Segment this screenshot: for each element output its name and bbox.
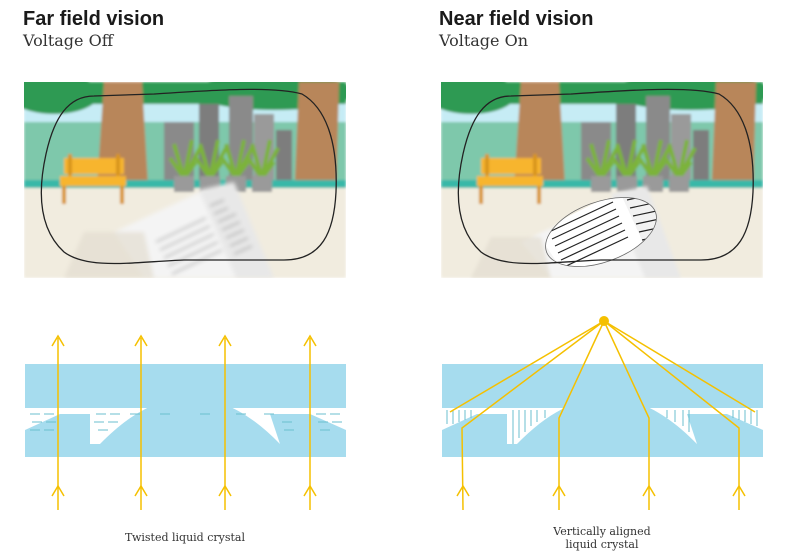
aligned-crystal-diagram xyxy=(442,316,763,511)
lens-outline-icon xyxy=(457,88,754,265)
arrowhead-icon xyxy=(134,334,148,347)
arrowhead-icon xyxy=(303,334,317,347)
aligned-crystal-lines xyxy=(446,410,758,444)
light-ray xyxy=(461,320,605,511)
bottom-glass-layer xyxy=(442,397,763,457)
twisted-crystal-lines xyxy=(30,413,342,431)
near-field-caption: Vertically aligned liquid crystal xyxy=(437,525,767,551)
bench xyxy=(60,154,126,204)
potted-plants xyxy=(168,139,280,192)
arrowhead-icon xyxy=(218,484,232,497)
light-ray xyxy=(603,320,650,510)
far-field-subtitle: Voltage Off xyxy=(23,31,114,50)
arrowhead-icon xyxy=(642,484,656,497)
bottom-glass-layer xyxy=(25,397,346,457)
near-field-subtitle: Voltage On xyxy=(439,31,529,50)
park-background xyxy=(24,82,346,278)
potted-plants xyxy=(585,139,697,192)
far-field-title: Far field vision xyxy=(23,8,165,30)
arrowhead-icon xyxy=(51,334,65,347)
twisted-crystal-diagram xyxy=(25,334,346,510)
near-field-title: Near field vision xyxy=(439,8,594,30)
arrowhead-icon xyxy=(552,484,566,497)
light-rays xyxy=(449,320,756,511)
light-ray xyxy=(603,320,740,510)
arrowhead-icon xyxy=(51,484,65,497)
arrowhead-icon xyxy=(134,484,148,497)
book-blurred xyxy=(64,182,274,278)
focal-point-icon xyxy=(599,316,609,326)
park-background xyxy=(441,82,763,278)
light-ray xyxy=(449,320,605,413)
arrowhead-icon xyxy=(732,484,746,497)
far-field-panel: Far field vision Voltage Off xyxy=(0,0,398,558)
near-field-scene xyxy=(441,82,763,278)
far-field-caption: Twisted liquid crystal xyxy=(20,531,350,544)
arrowhead-icon xyxy=(218,334,232,347)
light-ray xyxy=(603,320,756,413)
bench xyxy=(477,154,543,204)
arrowhead-icon xyxy=(303,484,317,497)
caption-line: Vertically aligned xyxy=(553,525,651,538)
lens-outline-icon xyxy=(40,88,337,265)
caption-line: Twisted liquid crystal xyxy=(125,531,245,544)
caption-line: liquid crystal xyxy=(565,538,639,551)
light-ray xyxy=(558,320,605,510)
arrowhead-icon xyxy=(456,484,470,497)
near-field-panel: Near field vision Voltage On xyxy=(417,0,797,558)
light-rays xyxy=(51,334,317,510)
far-field-scene xyxy=(24,82,346,278)
